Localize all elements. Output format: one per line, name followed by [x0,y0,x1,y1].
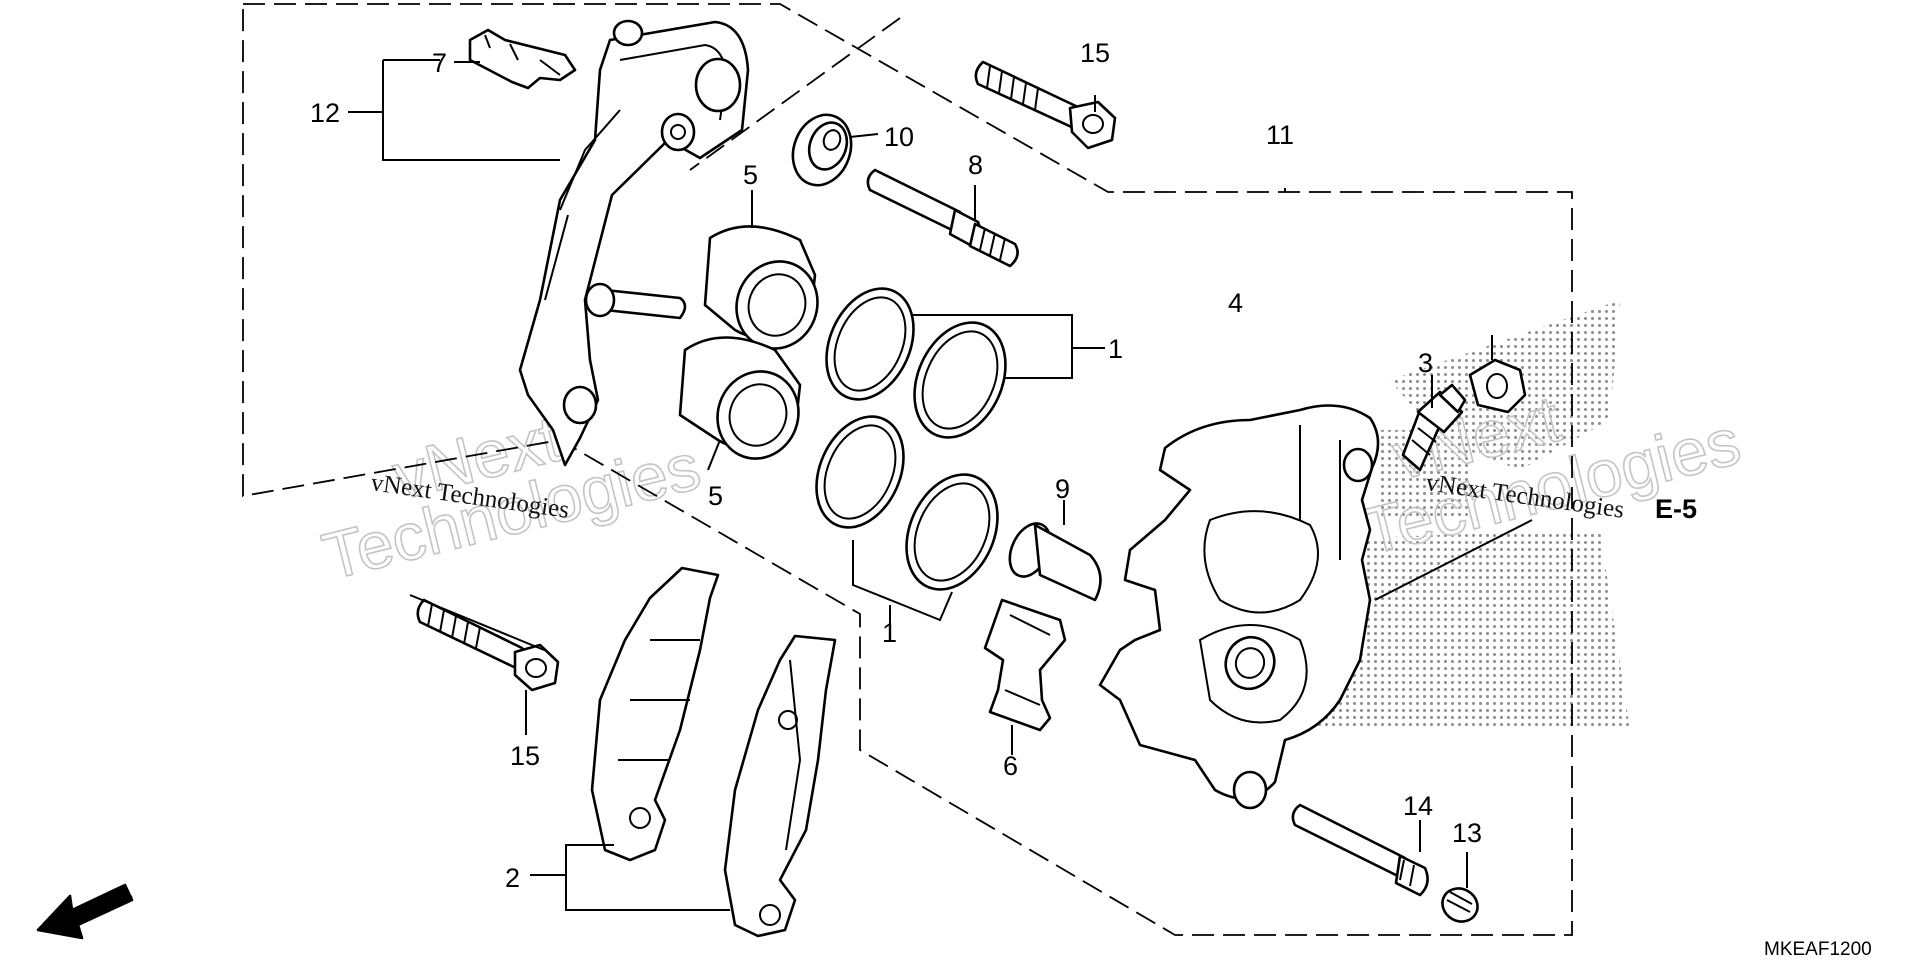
leader-15-left-diag [409,594,545,651]
callout-9: 9 [1055,474,1070,504]
seals [815,287,1007,591]
callout-numbers: 7 12 15 10 8 5 11 1 4 3 5 9 1 6 15 2 14 … [310,38,1482,893]
callout-15-top: 15 [1080,38,1110,68]
bleeder-cap [1468,358,1527,414]
leader-10 [849,133,879,138]
leader-1-bottom [852,540,953,622]
callout-1-top: 1 [1108,334,1123,364]
brake-pad-2 [723,634,837,938]
pin-cap [1441,887,1479,923]
callout-12: 12 [310,98,340,128]
callout-13: 13 [1452,818,1482,848]
callout-4: 4 [1228,288,1243,318]
callout-10: 10 [884,122,914,152]
diagram-code: MKEAF1200 [1764,939,1872,960]
caliper-bolt-top [974,60,1117,150]
callout-2: 2 [505,863,520,893]
leader-12-bottom [382,60,560,161]
callout-3: 3 [1418,348,1433,378]
callout-5-bottom: 5 [708,481,723,511]
leader-2-top [530,844,614,876]
pad-clip [468,28,577,90]
callout-5-top: 5 [743,160,758,190]
callout-15-left: 15 [510,741,540,771]
pin-boot [791,113,853,187]
seal-4 [905,473,999,591]
callout-11: 11 [1266,120,1294,150]
callout-7: 7 [432,48,447,78]
pin-bolt [1008,522,1102,602]
callout-14: 14 [1403,791,1433,821]
leader-1-top [912,314,1073,379]
front-arrow-icon [36,883,134,940]
callout-8: 8 [968,150,983,180]
caliper-body [1098,404,1380,810]
pad-spring [983,598,1067,732]
caliper-bracket [518,19,750,467]
reference-label: E-5 [1655,494,1697,524]
bleeder-valve [1401,383,1467,472]
piston-lower [678,336,802,460]
leader-lines [348,59,1533,911]
callout-6: 6 [1003,751,1018,781]
leader-5-bottom [707,439,721,471]
seal-3 [815,415,905,529]
front-direction-indicator: FR. [36,878,137,940]
seal-2 [913,321,1007,439]
dashed-frame-link [689,17,901,171]
seal-1 [825,287,915,401]
caliper-pin [1291,803,1429,897]
leader-watermark [1374,519,1533,601]
brake-pad-1 [590,566,720,862]
caliper-bolt-left [416,598,560,692]
dashed-frame-main [242,3,1573,936]
assembly-outlines [242,3,1573,936]
leader-2-bottom [565,875,730,911]
piston-upper [703,225,819,350]
slide-pin [866,168,1019,268]
callout-1-bottom: 1 [882,618,897,648]
